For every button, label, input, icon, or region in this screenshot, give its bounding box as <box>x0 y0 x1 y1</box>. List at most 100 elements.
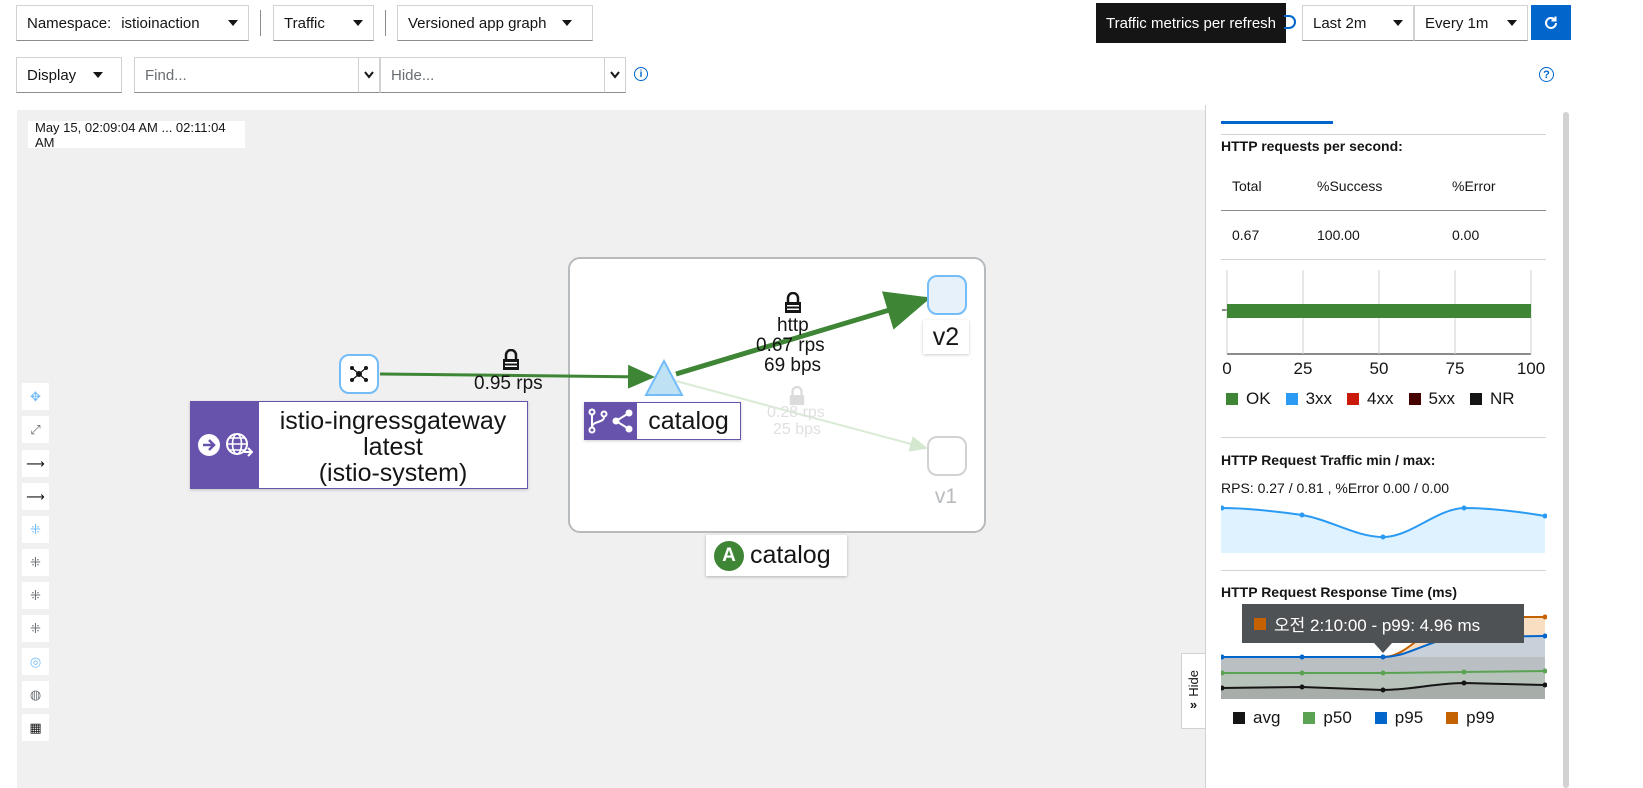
service-name: catalog <box>648 406 729 435</box>
table-header-error: %Error <box>1452 178 1496 194</box>
ingress-namespace: (istio-system) <box>318 459 468 487</box>
namespace-dropdown[interactable]: Namespace: istioinaction <box>16 5 249 41</box>
bar-tick-label: 0 <box>1222 359 1231 378</box>
graph-edges <box>379 291 931 452</box>
display-label: Display <box>27 66 77 84</box>
app-name: catalog <box>750 541 831 569</box>
namespace-label: Namespace: <box>27 14 112 32</box>
hide-input[interactable]: Hide... <box>380 57 606 93</box>
panel-scrollbar[interactable] <box>1563 112 1569 788</box>
hide-label: Hide <box>1186 670 1201 697</box>
table-header-total: Total <box>1232 178 1262 194</box>
ingress-gateway-node[interactable] <box>339 354 379 394</box>
toolbar-divider <box>260 10 261 36</box>
edge-v1-bps: 25 bps <box>773 421 822 438</box>
tooltip-text: Traffic metrics per refresh <box>1105 14 1277 32</box>
duration-label: Last 2m <box>1313 14 1367 32</box>
toolbar-divider <box>385 10 386 36</box>
bar-tick-label: 25 <box>1294 359 1313 378</box>
double-angle-right-icon: » <box>1189 696 1198 712</box>
info-icon[interactable]: i <box>634 67 648 81</box>
legend-swatch <box>1347 393 1360 405</box>
layout-arrow-icon[interactable]: ⟶ <box>22 483 49 510</box>
legend-label: p99 <box>1466 708 1495 727</box>
chevron-down-icon <box>610 71 620 79</box>
layout-default-icon[interactable]: ⁜ <box>22 516 49 543</box>
edge-v1-rps: 0.28 rps <box>767 404 825 421</box>
find-history-toggle[interactable] <box>358 57 380 93</box>
edge-catalog-to-v2 <box>675 291 931 377</box>
chevron-down-icon <box>1507 20 1517 26</box>
expand-icon[interactable]: ⤢ <box>22 416 49 443</box>
legend-swatch <box>1374 712 1387 724</box>
edge-v2-rps: 0.67 rps <box>756 335 825 356</box>
traffic-title: HTTP Request Traffic min / max: <box>1221 452 1436 468</box>
layout-arrow-icon[interactable]: ⟶ <box>22 450 49 477</box>
pan-icon[interactable]: ✥ <box>22 383 49 410</box>
edge-ingress-rps: 0.95 rps <box>474 373 543 394</box>
legend-label: 3xx <box>1305 389 1333 408</box>
layout-1-icon[interactable]: ⁜ <box>22 549 49 576</box>
gateway-arrow-icon <box>198 434 220 456</box>
tooltip-swatch <box>1254 617 1266 630</box>
catalog-service-node[interactable] <box>644 359 684 397</box>
service-badge <box>585 403 637 439</box>
chevron-down-icon <box>364 71 374 79</box>
lock-icon <box>785 292 801 313</box>
ingress-version: latest <box>363 433 423 461</box>
response-title: HTTP Request Response Time (ms) <box>1221 584 1457 600</box>
layout-3-icon[interactable]: ⁜ <box>22 615 49 642</box>
response-tooltip: 오전 2:10:00 - p99: 4.96 ms <box>1242 604 1524 643</box>
traffic-dropdown[interactable]: Traffic <box>273 5 374 41</box>
table-header-divider <box>1221 210 1546 211</box>
chevron-down-icon <box>1393 20 1403 26</box>
legend-swatch <box>1408 393 1421 405</box>
traffic-summary: RPS: 0.27 / 0.81 , %Error 0.00 / 0.00 <box>1221 480 1450 496</box>
workload-v2-node[interactable] <box>927 275 967 315</box>
chevron-down-icon <box>353 20 363 26</box>
globe-icon <box>226 433 253 457</box>
ingress-name: istio-ingressgateway <box>279 407 507 435</box>
tab-divider <box>1221 134 1546 135</box>
legend-item-avg: avg <box>1233 708 1280 728</box>
table-row-divider <box>1221 259 1546 260</box>
display-dropdown[interactable]: Display <box>16 57 122 93</box>
graph-type-dropdown[interactable]: Versioned app graph <box>397 5 593 41</box>
help-icon[interactable]: ? <box>1539 67 1554 82</box>
duration-dropdown[interactable]: Last 2m <box>1302 5 1414 41</box>
cluster-layout-icon[interactable]: ◍ <box>22 681 49 708</box>
table-cell-error: 0.00 <box>1452 227 1480 243</box>
table-cell-success: 100.00 <box>1317 227 1360 243</box>
traffic-label: Traffic <box>284 14 325 32</box>
legend-item-5xx: 5xx <box>1408 389 1455 409</box>
table-header-success: %Success <box>1317 178 1383 194</box>
refresh-interval-dropdown[interactable]: Every 1m <box>1414 5 1528 41</box>
legend-swatch <box>1303 712 1316 724</box>
legend-map-icon[interactable]: ▦ <box>22 714 49 741</box>
hide-placeholder: Hide... <box>391 66 435 84</box>
hide-history-toggle[interactable] <box>604 57 626 93</box>
tooltip-pointer <box>1374 643 1392 653</box>
active-tab-indicator[interactable] <box>1221 121 1333 124</box>
legend-item-p99: p99 <box>1446 708 1495 728</box>
traffic-metrics-tooltip: Traffic metrics per refresh <box>1096 3 1286 43</box>
legend-item-4xx: 4xx <box>1347 389 1394 409</box>
edge-ingress-to-catalog <box>379 364 655 389</box>
layout-2-icon[interactable]: ⁜ <box>22 582 49 609</box>
traffic-sparkline <box>1221 505 1547 553</box>
namespace-layout-icon[interactable]: ◎ <box>22 648 49 675</box>
tooltip-text: 오전 2:10:00 - p99: 4.96 ms <box>1274 616 1481 635</box>
bar-tick-label: 50 <box>1370 359 1389 378</box>
ingress-gateway-label: istio-ingressgateway latest (istio-syste… <box>190 401 528 489</box>
chevron-down-icon <box>228 20 238 26</box>
share-icon <box>612 409 633 433</box>
section-divider <box>1221 437 1546 438</box>
find-input[interactable]: Find... <box>134 57 360 93</box>
workload-v1-label: v1 <box>926 481 966 513</box>
hide-side-panel-tab[interactable]: Hide » <box>1181 653 1205 729</box>
refresh-button[interactable] <box>1531 5 1571 40</box>
workload-v1-node[interactable] <box>927 436 967 476</box>
time-range-text: May 15, 02:09:04 AM ... 02:11:04 AM <box>35 119 226 150</box>
bar-ok <box>1227 304 1531 318</box>
